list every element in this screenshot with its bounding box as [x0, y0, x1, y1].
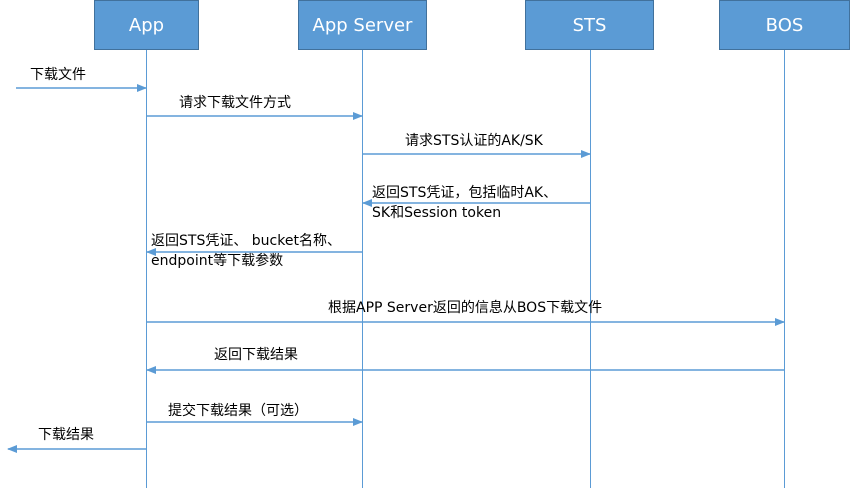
message-label-request-download-method: 请求下载文件方式 — [179, 95, 291, 111]
message-label-submit-download-result: 提交下载结果（可选） — [168, 403, 308, 419]
lifeline-line-bos — [784, 50, 785, 488]
lifeline-app-server: App Server — [298, 0, 427, 50]
lifeline-line-sts — [590, 50, 591, 488]
lifeline-line-app — [146, 50, 147, 488]
message-label-line: endpoint等下载参数 — [151, 253, 284, 269]
message-label-return-download-params: 返回STS凭证、 bucket名称、 endpoint等下载参数 — [151, 230, 341, 272]
lifeline-app: App — [94, 0, 199, 50]
message-label-request-sts: 请求STS认证的AK/SK — [405, 133, 543, 149]
message-label-line: 返回STS凭证、 bucket名称、 — [151, 233, 341, 249]
lifeline-line-app-server — [362, 50, 363, 488]
message-label-line: 返回STS凭证，包括临时AK、 — [372, 185, 558, 201]
message-label-return-download-result: 返回下载结果 — [214, 347, 298, 363]
message-label-return-sts-credentials: 返回STS凭证，包括临时AK、 SK和Session token — [372, 182, 557, 224]
lifeline-sts: STS — [525, 0, 654, 50]
message-label-download-file: 下载文件 — [30, 67, 86, 83]
message-label-line: SK和Session token — [372, 205, 502, 221]
lifeline-bos: BOS — [719, 0, 850, 50]
message-label-download-result-out: 下载结果 — [38, 427, 94, 443]
message-label-download-from-bos: 根据APP Server返回的信息从BOS下载文件 — [328, 300, 603, 316]
